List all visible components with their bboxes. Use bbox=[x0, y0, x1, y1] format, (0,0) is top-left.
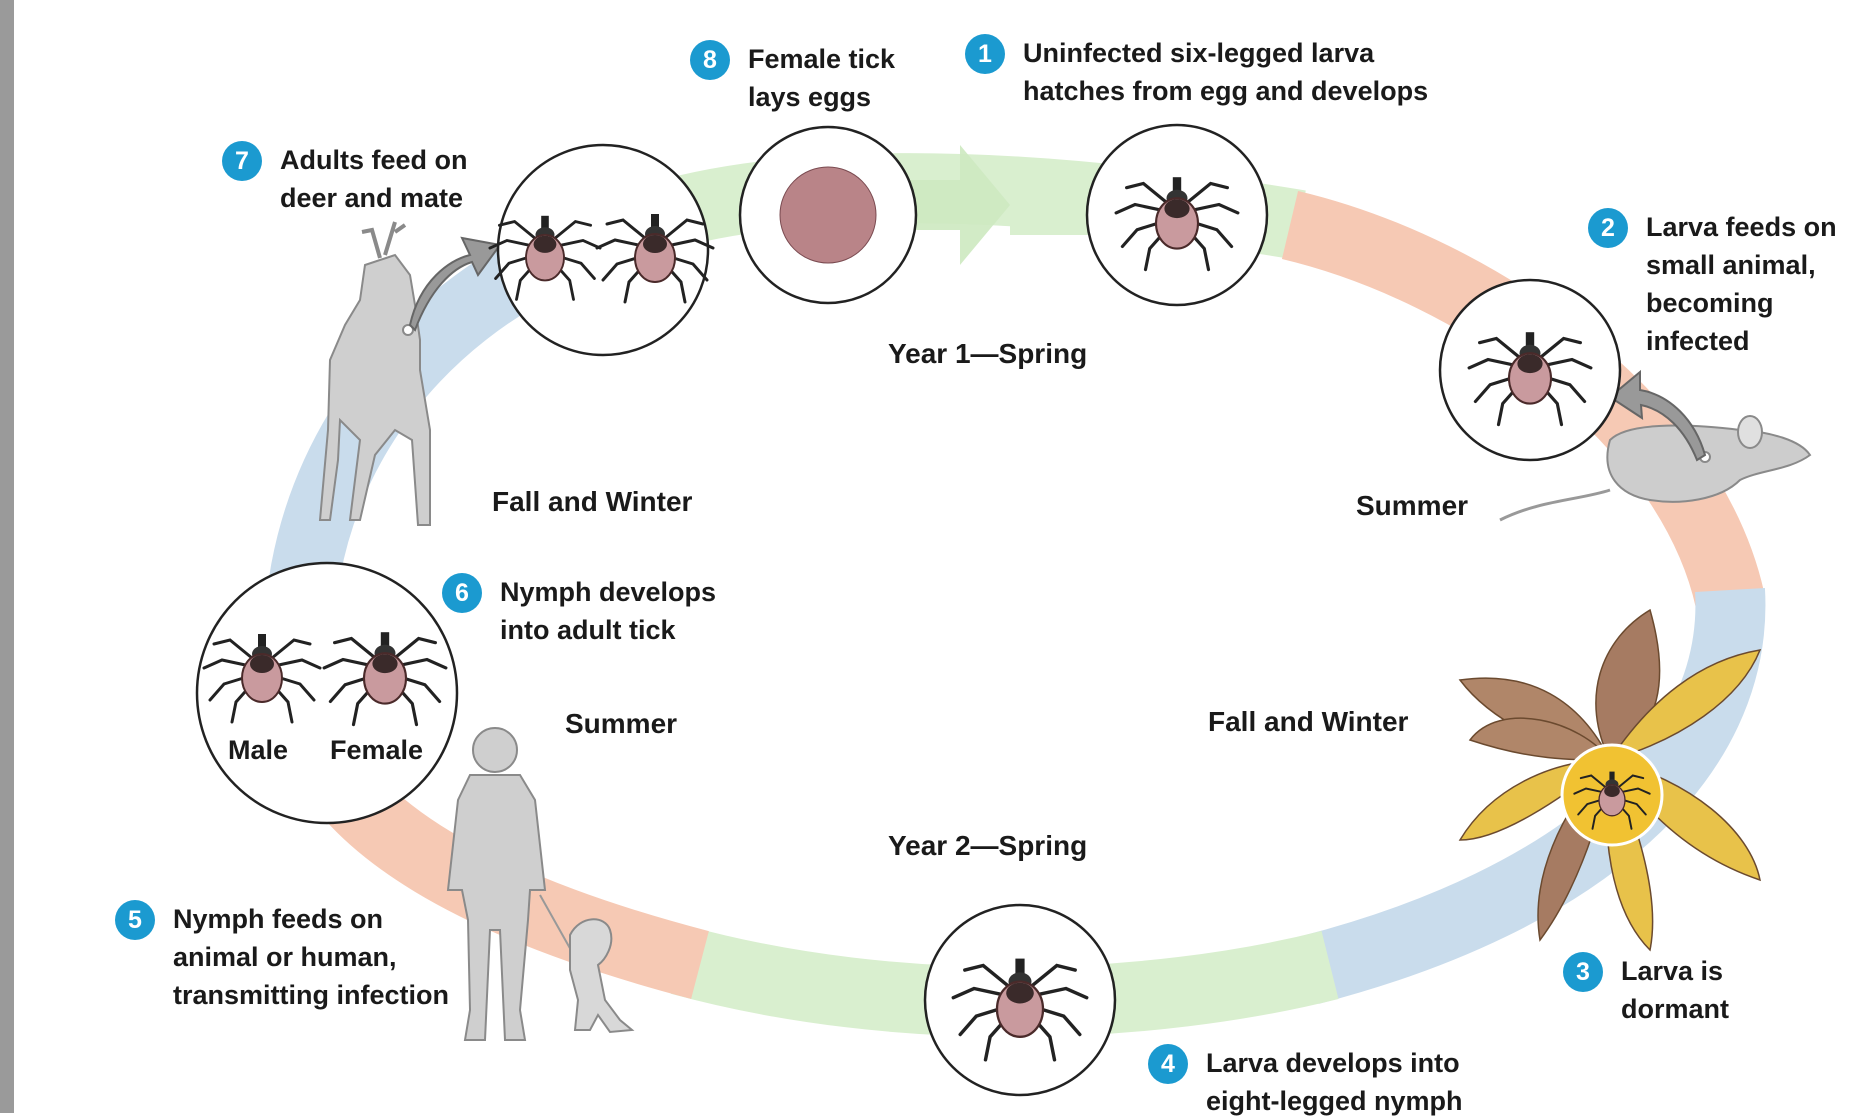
larva-circle bbox=[1087, 125, 1267, 305]
season-fall-winter-right: Fall and Winter bbox=[1208, 706, 1408, 738]
step-4-badge: 4 bbox=[1148, 1044, 1188, 1084]
step-2-text: Larva feeds on small animal, becoming in… bbox=[1646, 208, 1837, 360]
step-8-text: Female tick lays eggs bbox=[748, 40, 895, 116]
step-1-text: Uninfected six-legged larva hatches from… bbox=[1023, 34, 1428, 110]
season-fall-winter-left: Fall and Winter bbox=[492, 486, 692, 518]
egg-cluster bbox=[780, 167, 876, 263]
step-2: 2 Larva feeds on small animal, becoming … bbox=[1588, 208, 1837, 360]
step-8-badge: 8 bbox=[690, 40, 730, 80]
season-year2-spring: Year 2—Spring bbox=[888, 830, 1087, 862]
adult-ticks-circle bbox=[197, 563, 457, 823]
step-8: 8 Female tick lays eggs bbox=[690, 40, 895, 116]
egg-circle bbox=[740, 127, 916, 303]
step-1: 1 Uninfected six-legged larva hatches fr… bbox=[965, 34, 1428, 110]
step-4-text: Larva develops into eight-legged nymph bbox=[1206, 1044, 1463, 1120]
step-6: 6 Nymph develops into adult tick bbox=[442, 573, 716, 649]
step-4: 4 Larva develops into eight-legged nymph bbox=[1148, 1044, 1463, 1120]
season-summer-right: Summer bbox=[1356, 490, 1468, 522]
nymph-circle bbox=[925, 905, 1115, 1095]
step-3-text: Larva is dormant bbox=[1621, 952, 1729, 1028]
step-3-badge: 3 bbox=[1563, 952, 1603, 992]
step-5: 5 Nymph feeds on animal or human, transm… bbox=[115, 900, 449, 1014]
step-7-text: Adults feed on deer and mate bbox=[280, 141, 468, 217]
male-label: Male bbox=[228, 735, 288, 766]
female-label: Female bbox=[330, 735, 423, 766]
step-3: 3 Larva is dormant bbox=[1563, 952, 1729, 1028]
mating-ticks-circle bbox=[490, 145, 713, 355]
step-6-badge: 6 bbox=[442, 573, 482, 613]
step-1-badge: 1 bbox=[965, 34, 1005, 74]
step-2-badge: 2 bbox=[1588, 208, 1628, 248]
step-7: 7 Adults feed on deer and mate bbox=[222, 141, 468, 217]
person-illustration bbox=[448, 728, 545, 1040]
step-5-text: Nymph feeds on animal or human, transmit… bbox=[173, 900, 449, 1014]
step-5-badge: 5 bbox=[115, 900, 155, 940]
season-summer-left: Summer bbox=[565, 708, 677, 740]
season-year1-spring: Year 1—Spring bbox=[888, 338, 1087, 370]
step-7-badge: 7 bbox=[222, 141, 262, 181]
step-6-text: Nymph develops into adult tick bbox=[500, 573, 716, 649]
